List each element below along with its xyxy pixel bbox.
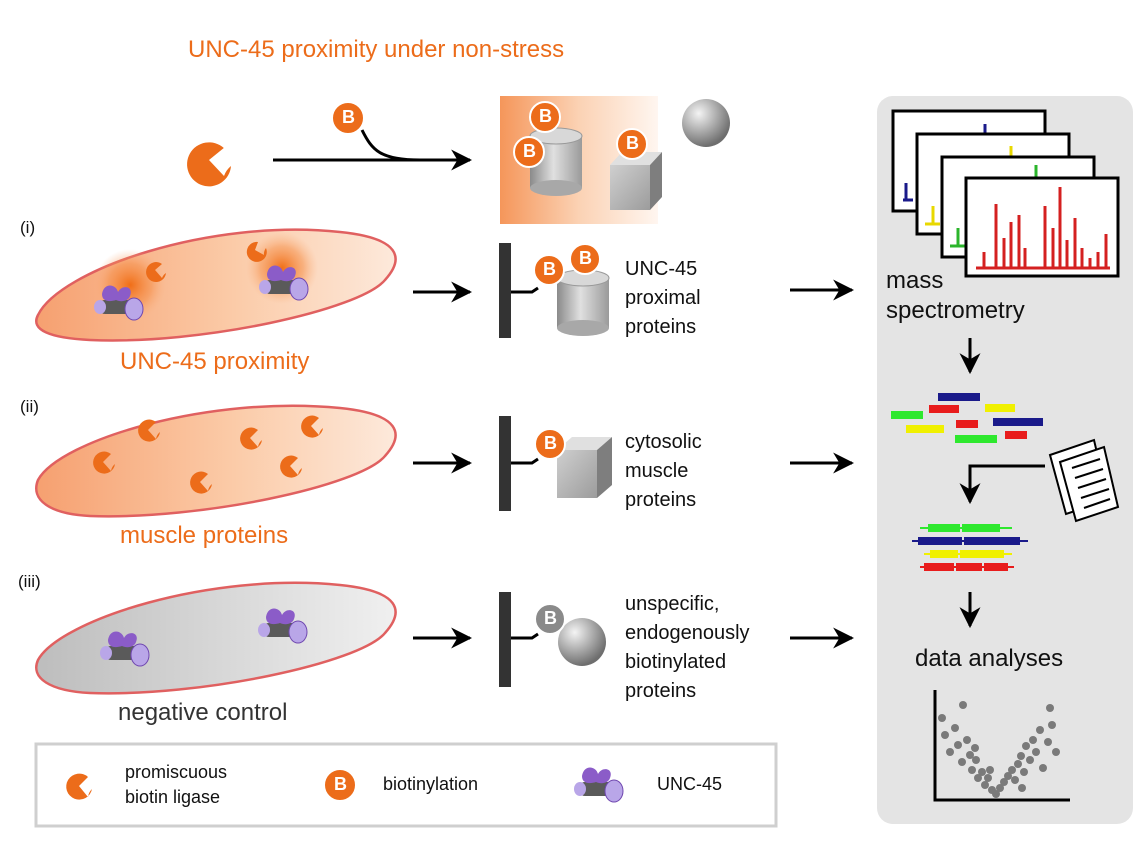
sphere-protein-icon	[682, 99, 730, 147]
result-line: UNC-45	[625, 258, 698, 280]
result-line: proteins	[625, 680, 697, 702]
biotin-letter: B	[543, 259, 556, 279]
biotin-letter: B	[523, 141, 536, 161]
condition-caption-ii: muscle proteins	[120, 522, 289, 549]
document-icon	[1048, 438, 1120, 523]
biotin-letter: B	[626, 133, 639, 153]
biotin-letter: B	[579, 248, 592, 268]
cylinder-protein-icon	[556, 269, 610, 336]
cell-shape	[35, 581, 397, 695]
result-line: proximal	[625, 287, 701, 309]
volcano-plot-icon	[933, 690, 1070, 802]
ligase-icon	[280, 455, 302, 478]
biotin-letter: B	[539, 106, 552, 126]
biotin-icon	[513, 136, 545, 168]
biotin-icon	[534, 603, 566, 635]
result-label-i: UNC-45 proximal proteins	[625, 255, 701, 342]
legend-ligase-label: promiscuous biotin ligase	[125, 760, 227, 810]
biotin-icon	[533, 254, 565, 286]
ligase-icon	[66, 773, 92, 800]
streptavidin-bead-icon	[499, 243, 511, 338]
ligase-icon	[93, 451, 115, 474]
result-line: cytosolic	[625, 431, 702, 453]
pipeline-line: spectrometry	[886, 297, 1025, 324]
biotin-letter: B	[544, 433, 557, 453]
streptavidin-bead-icon	[499, 592, 511, 687]
arrow-icon	[959, 464, 1045, 505]
condition-label-iii: (iii)	[18, 572, 41, 591]
pipeline-panel	[877, 96, 1133, 824]
legend-line: promiscuous	[125, 762, 228, 782]
ligase-icon	[246, 241, 267, 262]
result-line: proteins	[625, 489, 697, 511]
condition-label-ii: (ii)	[20, 397, 39, 416]
result-line: biotinylated	[625, 651, 727, 673]
data-analyses-label: data analyses	[915, 645, 1064, 672]
cell-shape	[35, 228, 397, 342]
legend-line: biotin ligase	[125, 787, 221, 808]
mass-spectrometry-label: mass spectrometry	[886, 266, 1025, 326]
biotin-icon	[529, 101, 561, 133]
cube-protein-icon	[557, 437, 612, 498]
result-line: endogenously	[625, 622, 750, 644]
ligase-icon	[190, 471, 212, 494]
spectra-stack-icon	[891, 109, 1120, 278]
legend-box	[34, 742, 778, 828]
legend-biotinylation-label: biotinylation	[383, 774, 479, 794]
biotin-icon	[616, 128, 648, 160]
figure-title: UNC-45 proximity under non-stress	[188, 36, 565, 63]
peptide-fragments-icon	[891, 393, 1043, 443]
biotin-icon	[323, 768, 357, 802]
ligase-icon	[146, 262, 166, 283]
result-line: muscle	[625, 460, 689, 482]
biotin-icon	[569, 243, 601, 275]
ligase-icon	[187, 142, 231, 187]
biotin-letter: B	[342, 107, 355, 127]
pipeline-line: mass	[886, 267, 944, 294]
sphere-protein-icon	[558, 618, 606, 666]
biotin-tail	[360, 129, 421, 162]
ligase-icon	[301, 415, 323, 438]
condition-label-i: (i)	[20, 218, 36, 237]
cell-shape	[35, 404, 397, 518]
streptavidin-bead-icon	[499, 416, 511, 511]
ligase-icon	[240, 427, 262, 450]
result-label-ii: cytosolic muscle proteins	[625, 428, 702, 515]
biotin-letter: B	[334, 774, 347, 794]
aligned-peptides-icon	[912, 524, 1028, 571]
legend-unc45-label: UNC-45	[657, 774, 723, 794]
condition-caption-i: UNC-45 proximity	[120, 348, 310, 375]
result-line: proteins	[625, 316, 697, 338]
condition-caption-iii: negative control	[118, 699, 288, 726]
biotin-letter: B	[544, 608, 557, 628]
biotin-icon	[534, 428, 566, 460]
result-line: unspecific,	[625, 593, 720, 615]
result-label-iii: unspecific, endogenously biotinylated pr…	[625, 590, 750, 706]
cube-protein-icon	[610, 152, 662, 210]
biotin-icon	[331, 101, 365, 135]
ligase-icon	[138, 419, 160, 442]
